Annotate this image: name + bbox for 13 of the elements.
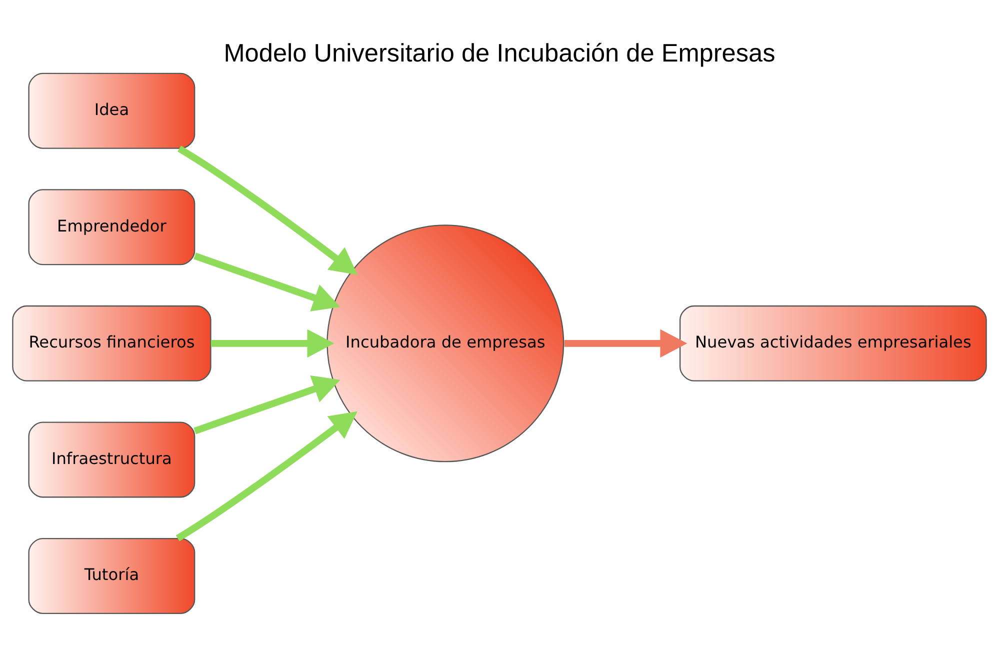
node-box: Idea <box>28 72 196 149</box>
diagram-title: Modelo Universitario de Incubación de Empresas <box>224 39 776 68</box>
node-box: Tutoría <box>28 538 196 614</box>
arrow <box>564 329 688 358</box>
node-box: Recursos financieros <box>12 305 212 382</box>
arrow <box>210 329 334 358</box>
arrow <box>178 146 358 275</box>
node-box: Infraestructura <box>28 422 196 498</box>
node-box: Nuevas actividades empresariales <box>679 305 987 382</box>
arrow <box>176 411 358 542</box>
arrow <box>194 252 340 312</box>
node-box: Emprendedor <box>28 189 196 266</box>
arrow <box>194 375 340 434</box>
